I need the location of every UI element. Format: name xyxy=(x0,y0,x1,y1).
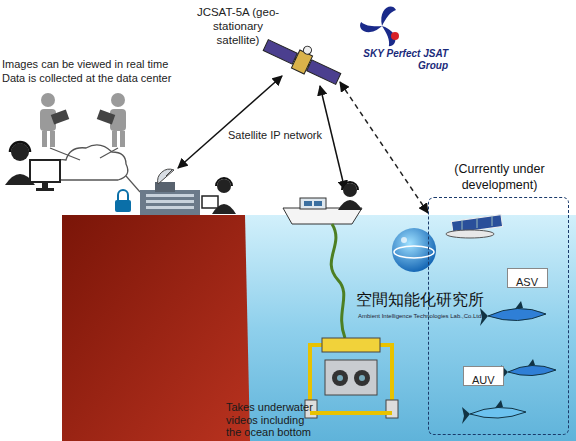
lab-logo xyxy=(392,228,436,272)
node-text: (Currently under development) xyxy=(429,162,570,193)
node-text: JCSAT-5A (geo-stationary satellite) xyxy=(194,6,282,47)
operator-icon xyxy=(5,142,60,191)
operator-icon xyxy=(202,178,236,214)
cliff xyxy=(62,215,250,441)
tether-cable xyxy=(331,224,345,338)
data-center xyxy=(140,169,200,215)
satellite-node: JCSAT-5A (geo-stationary satellite) xyxy=(190,2,350,88)
lab-name-english: Ambient Intelligence Technologies Lab.,C… xyxy=(358,313,483,319)
caption-note: Takes underwater videos including the oc… xyxy=(226,401,318,439)
note-text: Data is collected at the data center xyxy=(2,72,171,84)
lab-name: 空間知能化研究所 xyxy=(356,290,484,311)
auv-vehicle xyxy=(462,301,556,424)
link-arrow xyxy=(178,76,282,168)
satellite xyxy=(262,30,346,88)
person-icons xyxy=(40,93,126,147)
node-text: AUV xyxy=(472,374,495,386)
note-text: Images can be viewed in real time xyxy=(2,58,168,70)
vehicle-label-box: ASV xyxy=(507,268,548,288)
company-name: SKY Perfect JSAT Group xyxy=(352,48,448,72)
asv-vehicle xyxy=(446,215,503,238)
cloud xyxy=(52,145,128,180)
link-connector xyxy=(340,82,428,213)
network-label: Satellite IP network xyxy=(226,129,324,141)
node-text: ASV xyxy=(516,276,538,288)
support-boat xyxy=(283,182,362,224)
padlock xyxy=(115,190,131,212)
vehicle-label-box: AUV xyxy=(463,366,504,386)
rov xyxy=(305,338,398,418)
company-logo xyxy=(358,7,399,48)
